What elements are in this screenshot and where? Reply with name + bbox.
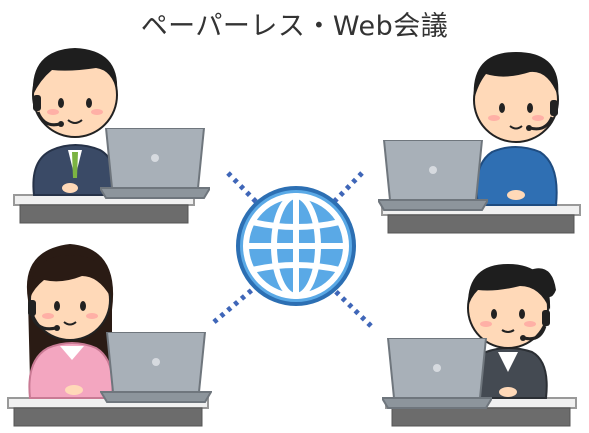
connection-line-bottom-right: [324, 280, 373, 328]
page-title: ペーパーレス・Web会議: [140, 11, 449, 42]
participant-woman-in-pink: [7, 244, 212, 427]
globe-icon: [236, 186, 356, 306]
participant-woman-in-jacket: [382, 264, 577, 427]
participant-man-in-suit: [13, 48, 210, 224]
participant-man-in-sweater: [378, 52, 581, 234]
